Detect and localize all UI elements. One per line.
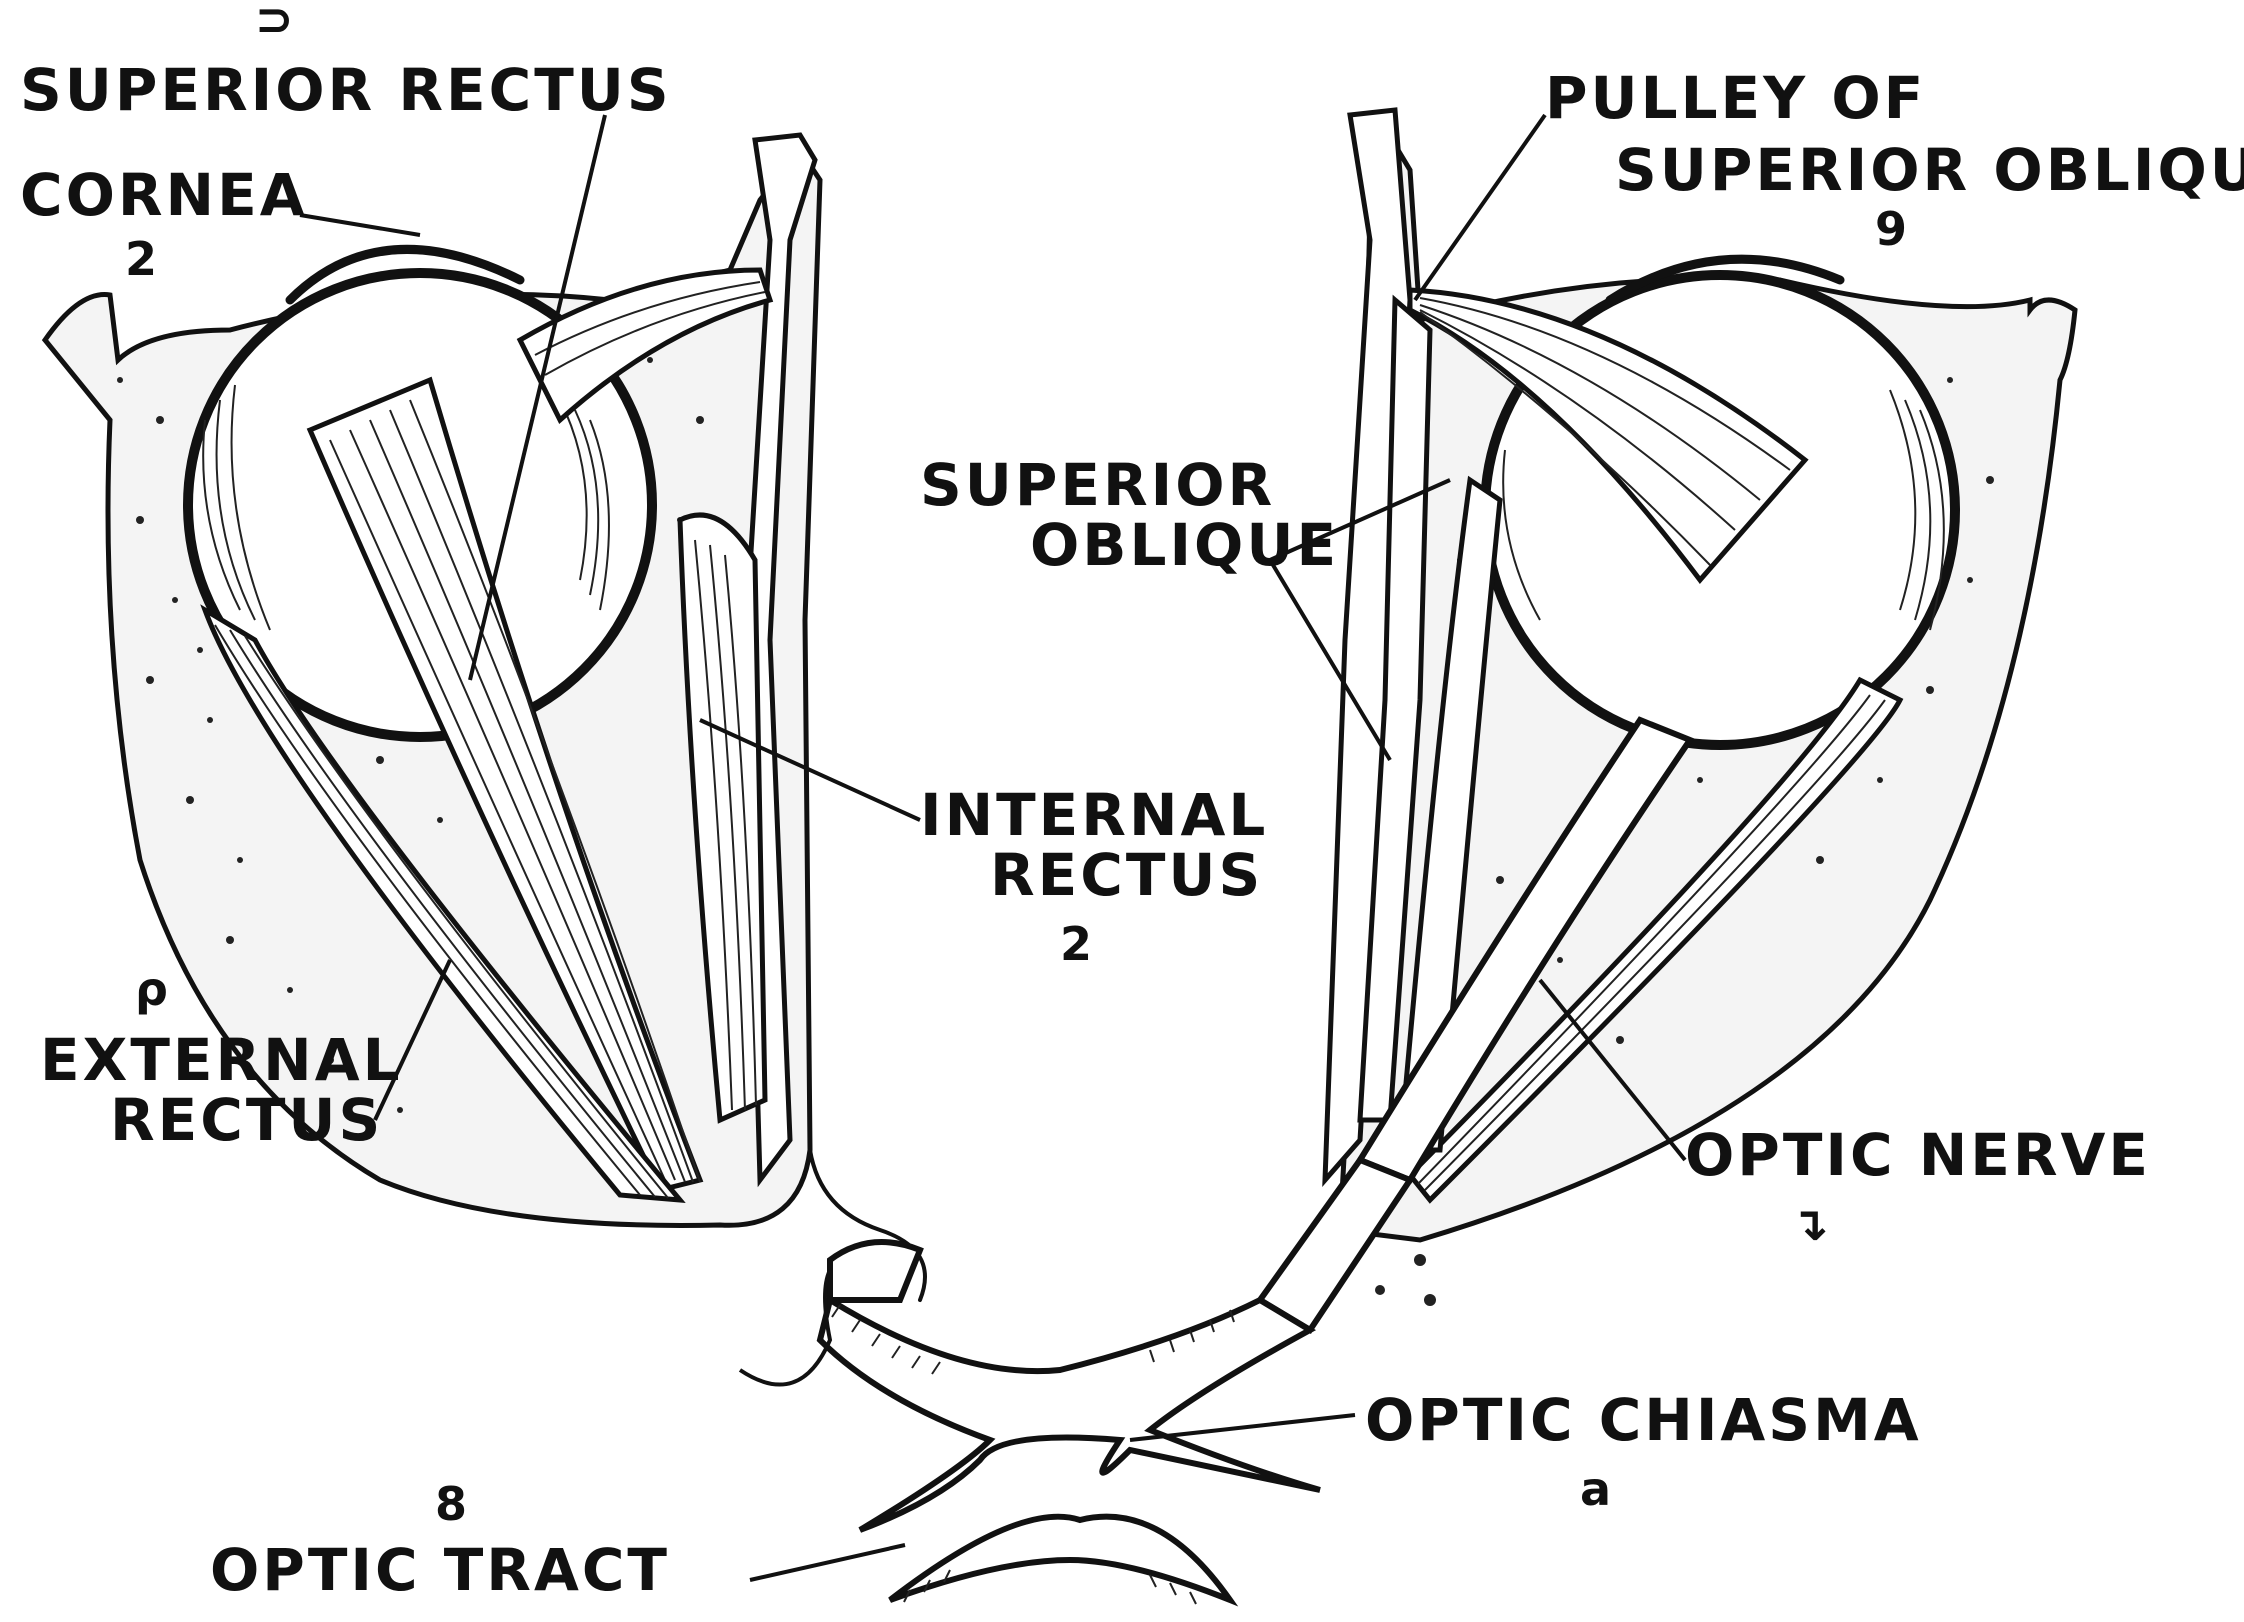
label-internal-rectus-line2: RECTUS xyxy=(990,841,1263,909)
mark-internal-rectus: 2 xyxy=(1060,917,1092,971)
label-internal-rectus-line1: INTERNAL xyxy=(920,781,1268,849)
mark-optic-nerve: ↴ xyxy=(1790,1197,1829,1251)
label-pulley-line1: PULLEY OF xyxy=(1545,64,1926,132)
leader-pulley xyxy=(1415,115,1545,300)
label-optic-chiasma: OPTIC CHIASMA xyxy=(1365,1386,1922,1454)
optic-tract xyxy=(890,1517,1230,1600)
label-superior-oblique-line1: SUPERIOR xyxy=(920,451,1275,519)
leader-cornea xyxy=(300,215,420,235)
left-nerve-membrane xyxy=(740,1270,830,1385)
label-external-rectus-line2: RECTUS xyxy=(110,1086,383,1154)
mark-pulley: 9 xyxy=(1875,202,1907,256)
mark-cornea: 2 xyxy=(125,232,157,286)
label-optic-tract: OPTIC TRACT xyxy=(210,1536,670,1604)
optic-pathway xyxy=(740,1242,1320,1604)
mark-external-rectus: ρ xyxy=(135,962,168,1016)
label-external-rectus-line1: EXTERNAL xyxy=(40,1026,403,1094)
mark-superior-rectus: ⊃ xyxy=(255,0,294,46)
optic-chiasma xyxy=(820,1300,1320,1530)
label-optic-nerve: OPTIC NERVE xyxy=(1685,1121,2151,1189)
leader-optic-tract xyxy=(750,1545,905,1580)
label-superior-rectus: SUPERIOR RECTUS xyxy=(20,56,672,124)
right-optic-nerve-sheath xyxy=(1260,1160,1410,1330)
label-cornea: CORNEA xyxy=(20,161,308,229)
label-pulley-line2: SUPERIOR OBLIQUE xyxy=(1615,136,2244,204)
left-optic-nerve-stump xyxy=(830,1242,920,1300)
mark-optic-chiasma: a xyxy=(1580,1462,1611,1516)
mark-optic-tract: 8 xyxy=(435,1477,467,1531)
label-superior-oblique-line2: OBLIQUE xyxy=(1030,511,1339,579)
